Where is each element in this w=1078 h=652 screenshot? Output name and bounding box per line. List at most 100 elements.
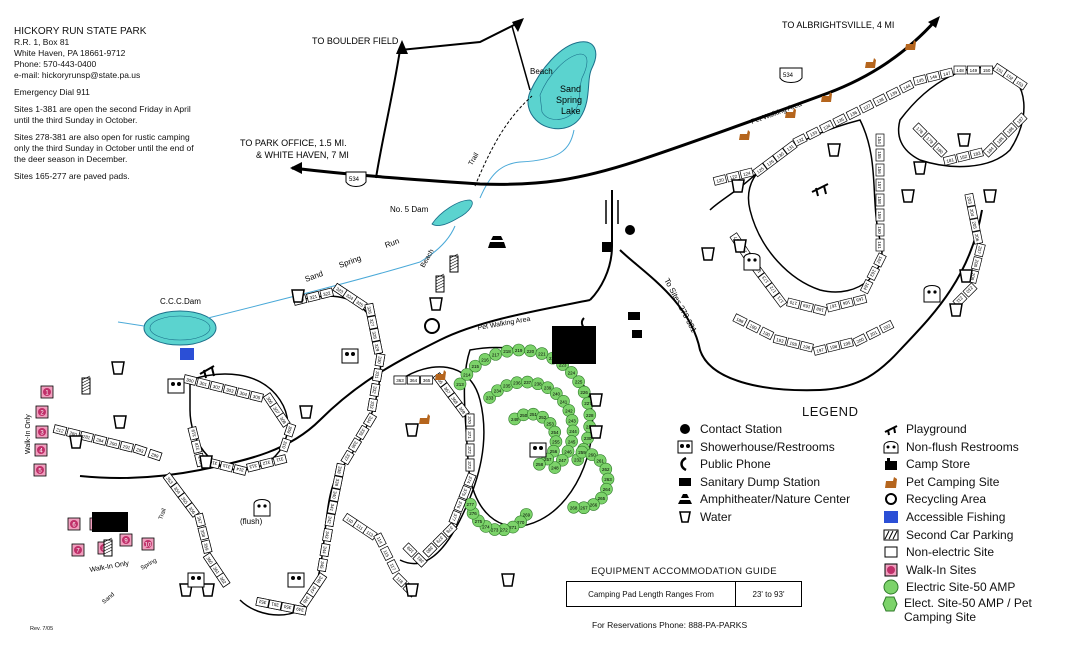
pet-camping-icon [905, 40, 916, 50]
non-electric-site: 331 [372, 368, 383, 382]
non-electric-site: 200 [852, 333, 868, 347]
non-electric-site: 183 [969, 147, 984, 160]
non-electric-site-number: 113 [365, 530, 374, 538]
non-electric-site: 375 [458, 484, 472, 501]
legend-label: Amphitheater/Nature Center [700, 492, 851, 507]
sanitary-dump-icon [628, 312, 642, 338]
non-electric-site-number: 345 [319, 561, 325, 570]
non-electric-site: 303 [222, 384, 238, 396]
non-electric-site-number: 153 [1015, 80, 1024, 89]
non-electric-site-number: 156 [877, 166, 882, 174]
electric-site: 219 [512, 343, 525, 357]
legend-label: Contact Station [700, 422, 783, 436]
electric-site-number: 238 [534, 382, 542, 387]
non-electric-site-number: 136 [849, 110, 858, 118]
non-electric-site-number: 300 [186, 377, 195, 384]
non-electric-site-number: 200 [856, 336, 865, 344]
park-name: HICKORY RUN STATE PARK [14, 26, 147, 37]
non-electric-site-number: 379 [435, 535, 444, 544]
non-electric-site-number: 311 [275, 456, 284, 463]
pet-camping-icon [882, 474, 900, 490]
non-electric-site-number: 290 [109, 440, 118, 447]
non-electric-site: 351 [267, 599, 283, 611]
non-electric-site-number: 187 [1016, 116, 1025, 125]
non-electric-site-number: 315 [222, 463, 231, 470]
non-electric-site: 130 [772, 147, 788, 163]
label-albrightsville: TO ALBRIGHTSVILLE, 4 MI [782, 20, 894, 30]
water-icon [429, 297, 443, 311]
legend-title: LEGEND [802, 404, 859, 419]
non-electric-site-number: 328 [371, 331, 377, 340]
legend-item: Recycling Area [882, 490, 986, 508]
non-electric-site-number: 173 [761, 275, 770, 284]
lake-stream [479, 129, 575, 199]
non-electric-site-number: 201 [869, 330, 878, 338]
amphitheater-icon [488, 236, 506, 248]
non-electric-site-number: 373 [467, 461, 472, 469]
non-electric-site-number: 355 [180, 496, 189, 505]
walk-in-site: 3 [35, 425, 49, 439]
water-icon [589, 393, 603, 407]
non-electric-site: 109 [402, 542, 418, 558]
non-electric-site-number: 302 [212, 384, 221, 391]
no5-dam-pond [431, 199, 473, 226]
non-electric-site-number: 374 [466, 475, 474, 484]
non-electric-site-number: 323 [335, 286, 344, 295]
non-electric-site: 374 [463, 472, 477, 488]
accessible-fishing-icon [180, 348, 194, 360]
non-electric-site-number: 134 [822, 123, 831, 131]
non-electric-site-number: 318 [194, 442, 201, 451]
guide-range: 23' to 93' [752, 589, 785, 599]
non-electric-site: 363 [393, 375, 407, 385]
arrow-north-east [928, 16, 940, 28]
non-electric-site: 337 [340, 449, 355, 466]
non-electric-site-number: 205 [971, 221, 977, 230]
non-electric-site-number: 359 [203, 543, 210, 552]
non-electric-site: 186 [1002, 122, 1018, 138]
water-icon [733, 239, 747, 253]
non-electric-site-number: 145 [916, 77, 925, 84]
non-electric-site: 378 [442, 522, 458, 538]
electric-site: 239 [541, 381, 554, 394]
legend-label: Pet Camping Site [906, 474, 1000, 489]
non-electric-site-number: 340 [331, 491, 337, 500]
non-electric-site-number: 358 [200, 529, 207, 538]
label-route-534-west: 534 [349, 177, 360, 183]
electric-site-number: 221 [538, 352, 546, 357]
water-icon [901, 189, 915, 203]
non-electric-site-number: 137 [862, 103, 871, 111]
non-electric-site-number: 380 [425, 545, 434, 554]
non-electric-site: 380 [422, 542, 438, 558]
non-electric-site-number: 139 [889, 90, 898, 98]
non-electric-site-number: 280 [69, 430, 78, 437]
electric-site: 248 [548, 461, 562, 474]
second-car-parking-icon [882, 527, 900, 543]
non-electric-site: 212 [52, 424, 68, 436]
label-walk-in-1: Walk-In Only [25, 414, 32, 454]
non-electric-site-number: 362 [219, 576, 228, 585]
electric-site-number: 249 [511, 417, 519, 422]
label-sand-low: Sand [101, 592, 116, 606]
non-electric-site-number: 163 [869, 269, 877, 278]
label-sand: Sand [304, 269, 325, 284]
legend-item: Walk-In Sites [882, 561, 976, 579]
legend-item: Non-flush Restrooms [882, 438, 1019, 456]
legend-label: Non-flush Restrooms [906, 439, 1019, 454]
electric-site: 255 [549, 435, 563, 449]
legend-item: Playground [882, 420, 967, 438]
electric-site: 224 [565, 366, 578, 379]
electric-site-number: 214 [463, 372, 471, 377]
emergency: Emergency Dial 911 [14, 87, 90, 97]
non-electric-site-number: 110 [345, 516, 354, 524]
non-electric-site: 148 [953, 65, 967, 75]
electric-site: 221 [535, 347, 549, 360]
non-electric-site-number: 109 [406, 545, 415, 554]
non-electric-site: 201 [865, 326, 881, 341]
non-electric-site-number: 322 [323, 290, 332, 297]
sand-spring-lake [527, 41, 597, 130]
non-electric-site-number: 353 [165, 476, 174, 485]
note-1: Sites 1-381 are open the second Friday i… [14, 104, 191, 125]
non-electric-site: 348 [299, 592, 314, 608]
second-car-parking-icon [435, 273, 445, 293]
non-electric-site: 326 [364, 302, 376, 318]
